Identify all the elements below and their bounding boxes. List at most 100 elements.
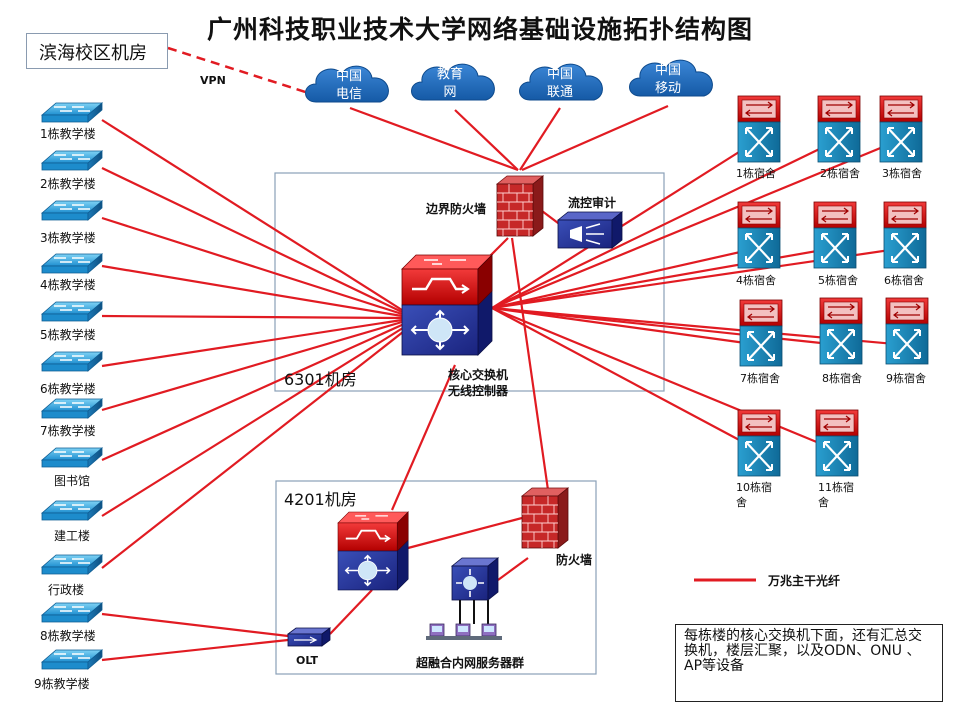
cloud-label-telecom: 中国电信 (335, 69, 362, 102)
dorm-label: 3栋宿舍 (882, 167, 922, 180)
link-olt-b9 (101, 638, 289, 662)
cloud-label-mobile: 中国移动 (654, 63, 681, 96)
switch-icon-b3 (41, 200, 103, 221)
cloud-label-edu: 教育网 (436, 67, 463, 100)
link-core-d4 (491, 246, 759, 310)
building-label: 2栋教学楼 (40, 177, 96, 191)
dorm-label: 11栋宿舍 (818, 481, 854, 509)
dorm-label: 10栋宿舍 (736, 481, 772, 509)
link-core-b4 (101, 264, 403, 318)
core-switch-label: 核心交换机 (448, 368, 509, 382)
vpn-link (167, 46, 319, 98)
link-core-d5 (491, 246, 835, 310)
switch-icon-b1 (41, 102, 103, 123)
server-cluster-icon (426, 600, 502, 640)
building-label: 5栋教学楼 (40, 328, 96, 342)
building-label: 3栋教学楼 (40, 231, 96, 245)
core-switch-icon (400, 253, 494, 357)
dorm-label: 7栋宿舍 (740, 372, 780, 385)
link-core-olt (329, 589, 373, 635)
server-cluster-label: 超融合内网服务器群 (416, 656, 525, 670)
switch-icon-b4 (41, 253, 103, 274)
olt-icon (286, 627, 332, 647)
olt-label: OLT (296, 654, 319, 667)
link-core-b7 (101, 320, 403, 412)
switch-icon-b5 (41, 301, 103, 322)
link-cloud-telecom (349, 106, 519, 172)
building-label: 建工楼 (54, 529, 91, 543)
link-core-b3 (101, 216, 403, 316)
building-label: 9栋教学楼 (34, 677, 90, 691)
building-label: 行政楼 (48, 583, 85, 597)
dorm-label: 8栋宿舍 (822, 372, 862, 385)
link-core-b2 (101, 167, 403, 313)
link-cloud-mobile (521, 104, 669, 172)
dorm-switch-icon-10 (736, 408, 782, 478)
border-firewall-icon (496, 175, 544, 237)
border-firewall-label: 边界防火墙 (426, 202, 487, 216)
dorm-switch-icon-1 (736, 94, 782, 164)
dorm-switch-icon-5 (812, 200, 858, 270)
building-label: 图书馆 (54, 474, 91, 488)
link-core-d2 (491, 139, 839, 309)
link-core-b6 (101, 318, 403, 368)
link-olt-b8 (101, 612, 289, 638)
room-4201-box (275, 480, 597, 675)
dorm-label: 9栋宿舍 (886, 372, 926, 385)
dorm-label: 2栋宿舍 (820, 167, 860, 180)
switch-icon-b9 (41, 649, 103, 670)
note-box: 每栋楼的核心交换机下面，还有汇总交换机，楼层汇聚，以及ODN、ONU 、AP等设… (675, 624, 943, 702)
switch-icon-admin (41, 554, 103, 575)
link-cloud-unicom (519, 107, 561, 171)
building-label: 6栋教学楼 (40, 382, 96, 396)
cloud-label-unicom: 中国联通 (546, 67, 573, 100)
dorm-switch-icon-9 (884, 296, 930, 366)
firewall-label: 防火墙 (556, 553, 593, 567)
building-label: 8栋教学楼 (40, 629, 96, 643)
switch-icon-b6 (41, 351, 103, 372)
link-4201fw-core (407, 516, 523, 550)
server-switch-icon (450, 557, 500, 601)
dorm-label: 6栋宿舍 (884, 274, 924, 287)
link-core-library (101, 322, 405, 462)
dorm-switch-icon-8 (818, 296, 864, 366)
campus-room-box: 滨海校区机房 (26, 33, 168, 69)
switch-icon-b8 (41, 602, 103, 623)
switch-icon-b7 (41, 398, 103, 419)
building-label: 4栋教学楼 (40, 278, 96, 292)
link-4201fw-server (497, 557, 529, 581)
dorm-switch-icon-6 (882, 200, 928, 270)
dorm-switch-icon-4 (736, 200, 782, 270)
core-switch-4201-icon (337, 511, 410, 591)
switch-icon-b2 (41, 150, 103, 171)
firewall-4201-icon (521, 487, 569, 549)
switch-icon-civil (41, 500, 103, 521)
dorm-switch-icon-3 (878, 94, 924, 164)
building-label: 7栋教学楼 (40, 424, 96, 438)
page-title: 广州科技职业技术大学网络基础设施拓扑结构图 (206, 15, 753, 44)
link-core-admin (101, 327, 409, 569)
dorm-switch-icon-11 (814, 408, 860, 478)
wireless-controller-label: 无线控制器 (448, 384, 509, 398)
link-core-d10 (491, 307, 759, 451)
link-core-d1 (491, 139, 759, 309)
flow-audit-icon (556, 211, 624, 249)
building-label: 1栋教学楼 (40, 127, 96, 141)
link-core-civil (101, 325, 407, 517)
legend-label: 万兆主干光纤 (768, 574, 841, 588)
link-core-b5 (101, 314, 403, 320)
link-core-4201 (390, 364, 457, 511)
flow-audit-label: 流控审计 (568, 196, 617, 210)
dorm-label: 5栋宿舍 (818, 274, 858, 287)
dorm-label: 4栋宿舍 (736, 274, 776, 287)
dorm-switch-icon-7 (738, 298, 784, 368)
link-fw-4201 (510, 237, 550, 491)
switch-icon-library (41, 447, 103, 468)
dorm-label: 1栋宿舍 (736, 167, 776, 180)
link-core-d3 (491, 138, 901, 310)
link-core-d7 (491, 306, 761, 347)
room-6301-label: 6301机房 (284, 370, 357, 389)
vpn-label: VPN (200, 74, 226, 87)
dorm-switch-icon-2 (816, 94, 862, 164)
